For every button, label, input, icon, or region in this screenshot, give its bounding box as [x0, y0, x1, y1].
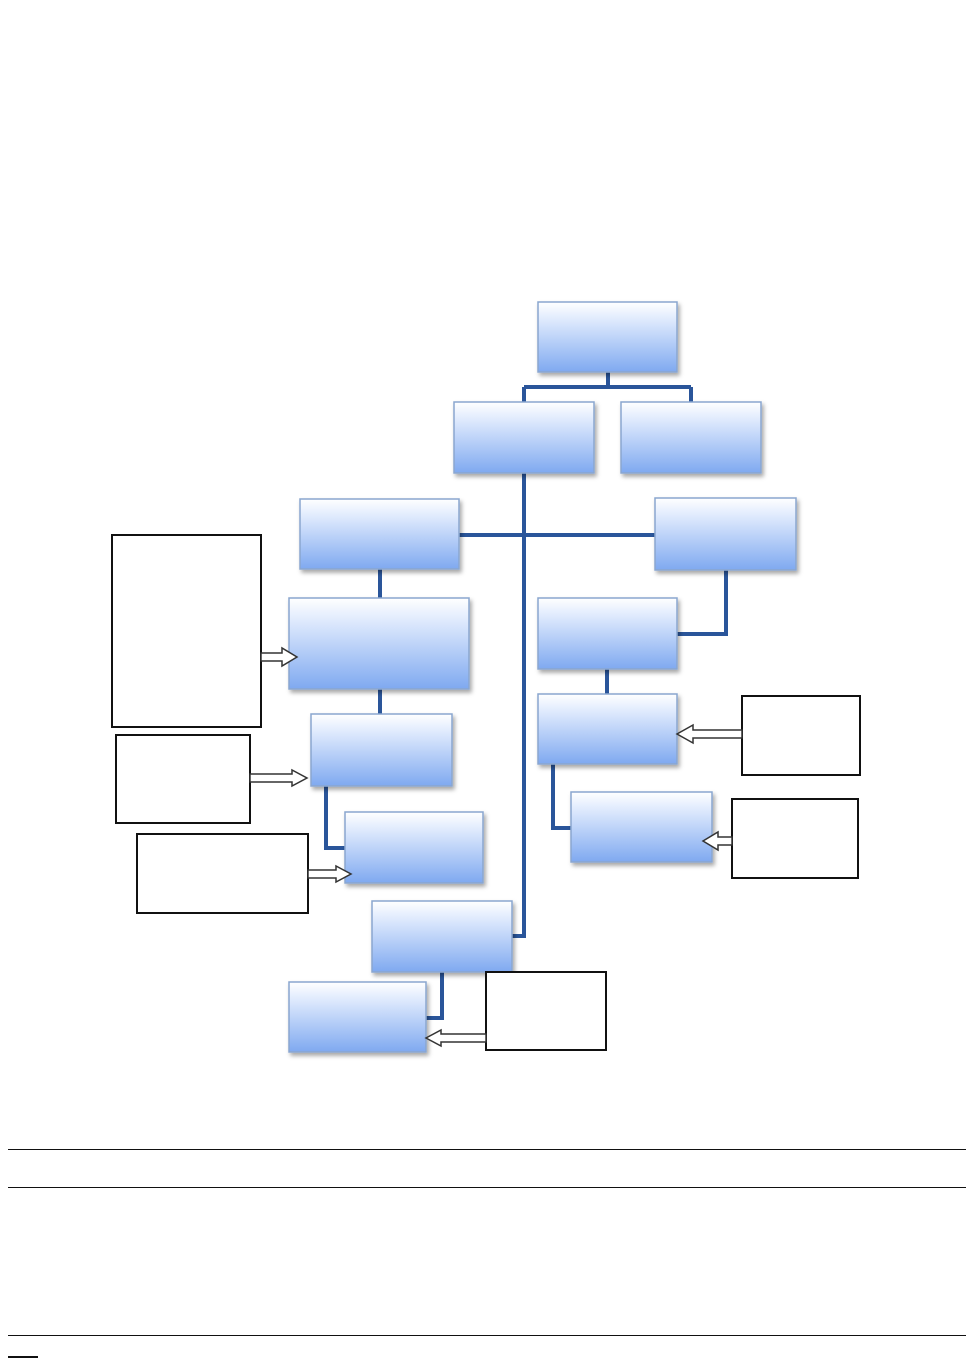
rule-middle: [8, 1187, 966, 1188]
node-level2-left: [453, 401, 595, 474]
connectors: [324, 371, 728, 1020]
note-left-large: [111, 534, 262, 728]
node-right-chain-3: [570, 791, 713, 863]
arrow-left-icon: [424, 1028, 487, 1048]
node-branch-right: [654, 497, 797, 571]
rule-bottom: [8, 1335, 966, 1336]
arrow-right-icon: [249, 768, 309, 788]
note-right-lower: [731, 798, 859, 879]
connector-right-3: [551, 764, 571, 830]
node-left-chain-2: [310, 713, 453, 787]
note-left-medium: [115, 734, 251, 824]
connector-bottom-child: [426, 972, 444, 1020]
arrow-left-icon: [675, 723, 743, 745]
node-left-chain-1: [288, 597, 470, 690]
note-boxes: [111, 534, 861, 1051]
connector-left-3: [324, 786, 345, 850]
node-level2-right: [620, 401, 762, 474]
connector-right-elbow: [677, 570, 728, 636]
footnote-mark: [8, 1356, 38, 1358]
node-root: [537, 301, 678, 373]
node-branch-left: [299, 498, 460, 570]
rule-top: [8, 1149, 966, 1150]
arrow-left-icon: [701, 830, 733, 852]
note-bottom: [485, 971, 607, 1051]
node-spine-bottom-child: [288, 981, 427, 1053]
arrow-right-icon: [260, 646, 299, 668]
note-right-upper: [741, 695, 861, 776]
node-spine-bottom: [371, 900, 513, 973]
node-left-chain-3: [344, 811, 484, 884]
node-boxes: [288, 301, 797, 1053]
note-arrows: [249, 646, 743, 1048]
node-right-chain-2: [537, 693, 678, 765]
note-left-wide: [136, 833, 309, 914]
node-right-chain-1: [537, 597, 678, 670]
arrow-right-icon: [307, 864, 353, 884]
connector-spine: [512, 472, 526, 938]
